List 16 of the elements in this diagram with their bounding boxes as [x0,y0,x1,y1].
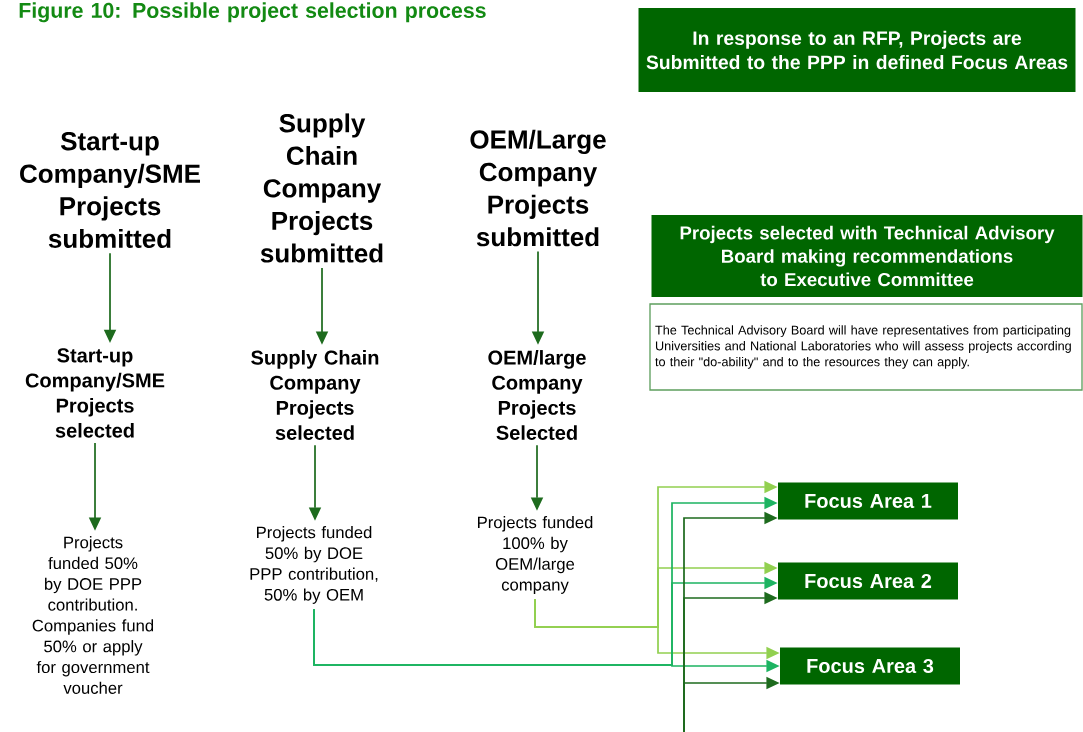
banner-box: Projects selected with Technical Advisory Board making recommendations to Executive Committee [651,215,1083,297]
banner-box: In response to an RFP, Projects are Submitted to the PPP in defined Focus Areas [638,8,1076,92]
column-heading: Supply Chain Company Projects submitted [260,113,383,263]
column-heading: Start-up Company/SME Projects submitted [20,132,200,248]
column-heading: OEM/Large Company Projects submitted [470,129,606,247]
figure-title: Figure 10: Possible project selection process [19,2,486,23]
funding-note: Projects funded 50% by DOE PPP contribution. Companies fund 50% or apply for government voucher [32,536,154,694]
note-box: The Technical Advisory Board will have representatives from participating Universities and National Laboratories who will assess projects according to their "do-ability" and to the resources they can apply. [649,303,1083,391]
stage-label: OEM/large Company Projects Selected [488,350,586,440]
funding-note: Projects funded 50% by DOE PPP contribution, 50% by OEM [250,526,378,604]
funding-note: Projects funded 100% by OEM/large company [478,516,593,594]
focus-area-box: Focus Area 1 [778,482,958,520]
focus-area-box: Focus Area 3 [780,647,960,685]
stage-label: Start-up Company/SME Projects selected [25,348,165,438]
focus-area-box: Focus Area 2 [778,562,958,600]
stage-label: Supply Chain Company Projects selected [251,350,379,440]
